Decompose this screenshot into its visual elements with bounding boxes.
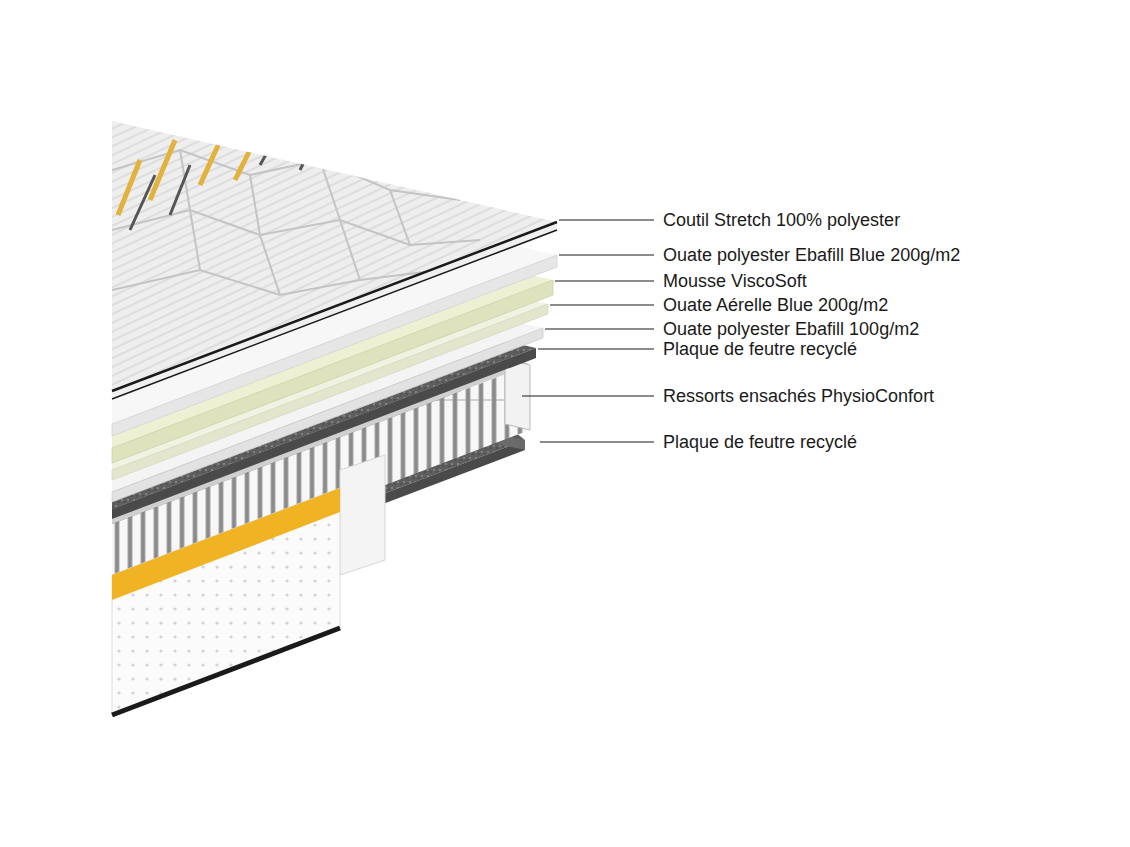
- callout-label: Coutil Stretch 100% polyester: [661, 209, 902, 231]
- leader-lines: [522, 220, 654, 442]
- callout-label: Ouate polyester Ebafill Blue 200g/m2: [661, 244, 962, 266]
- callout-label: Ouate polyester Ebafill 100g/m2: [661, 318, 921, 340]
- callout-label: Mousse ViscoSoft: [661, 270, 809, 292]
- callout-label: Ouate Aérelle Blue 200g/m2: [661, 294, 890, 316]
- callout-label: Plaque de feutre recyclé: [661, 431, 859, 453]
- callout-label: Ressorts ensachés PhysioConfort: [661, 385, 936, 407]
- callout-label: Plaque de feutre recyclé: [661, 338, 859, 360]
